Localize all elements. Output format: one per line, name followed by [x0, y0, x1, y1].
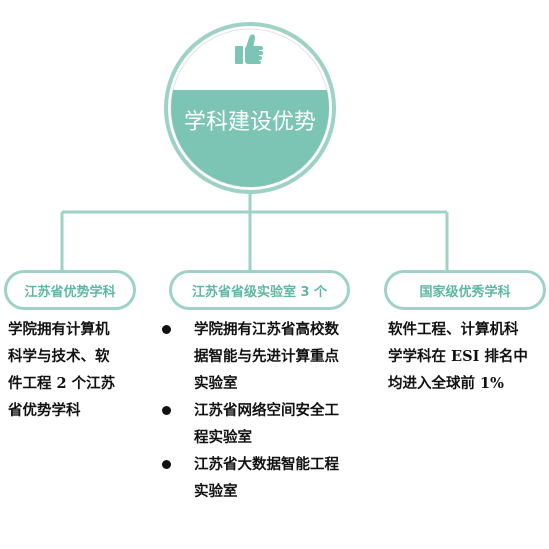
text-line: 均进入全球前 1%: [388, 375, 504, 392]
text-line: 江苏省大数据智能工程: [194, 456, 339, 473]
text-line: 省优势学科: [8, 402, 81, 419]
text-line: 实验室: [194, 483, 238, 500]
text-line: 据智能与先进计算重点: [194, 348, 339, 365]
branch-text-national-discipline: 软件工程、计算机科 学学科在 ESI 排名中 均进入全球前 1%: [388, 316, 548, 397]
text-line: 实验室: [194, 375, 238, 392]
text-line: 学学科在 ESI 排名中: [388, 348, 528, 365]
text-line: 软件工程、计算机科: [388, 321, 519, 338]
list-item: 学院拥有江苏省高校数 据智能与先进计算重点 实验室: [158, 316, 386, 397]
header-band: [171, 90, 329, 187]
text-line: 件工程 2 个江苏: [8, 375, 116, 392]
branch-label-provincial-discipline: 江苏省优势学科: [4, 270, 136, 310]
text-line: 江苏省网络空间安全工: [194, 402, 339, 419]
header-title: 学科建设优势: [184, 110, 316, 135]
branch-label-provincial-labs: 江苏省省级实验室 3 个: [169, 270, 350, 310]
bullet-icon: [162, 460, 171, 469]
text-line: 科学与技术、软: [8, 348, 110, 365]
bullet-icon: [162, 406, 171, 415]
thumbs-up-icon: [235, 34, 263, 64]
connector-lines: [60, 192, 449, 270]
branch-list-provincial-labs: 学院拥有江苏省高校数 据智能与先进计算重点 实验室 江苏省网络空间安全工 程实验…: [158, 316, 386, 505]
list-item: 江苏省网络空间安全工 程实验室: [158, 397, 386, 451]
branch-text-provincial-discipline: 学院拥有计算机 科学与技术、软 件工程 2 个江苏 省优势学科: [8, 316, 158, 424]
bullet-icon: [162, 325, 171, 334]
list-item: 江苏省大数据智能工程 实验室: [158, 451, 386, 505]
text-line: 学院拥有计算机: [8, 321, 110, 338]
text-line: 程实验室: [194, 429, 252, 446]
branch-label-national-discipline: 国家级优秀学科: [384, 270, 546, 310]
text-line: 学院拥有江苏省高校数: [194, 321, 339, 338]
